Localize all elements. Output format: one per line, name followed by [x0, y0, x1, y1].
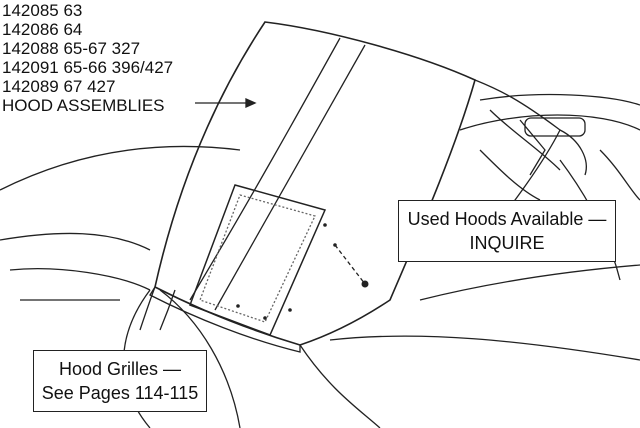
callout-line: Used Hoods Available — — [407, 209, 607, 229]
parts-list-item: 142088 65-67 327 — [2, 39, 173, 58]
part-years: 65-67 327 — [63, 39, 141, 58]
part-years: 67 427 — [63, 77, 116, 96]
hood-grilles-callout: Hood Grilles — See Pages 114-115 — [33, 350, 207, 412]
parts-list: 142085 63 142086 64 142088 65-67 327 142… — [2, 1, 173, 115]
parts-list-item: 142085 63 — [2, 1, 173, 20]
part-number: 142089 — [2, 77, 59, 96]
part-years: 63 — [63, 1, 83, 20]
parts-list-item: 142091 65-66 396/427 — [2, 58, 173, 77]
part-number: 142091 — [2, 58, 59, 77]
part-number: 142088 — [2, 39, 59, 58]
part-years: 65-66 396/427 — [63, 58, 174, 77]
used-hoods-callout: Used Hoods Available — INQUIRE — [398, 200, 616, 262]
callout-line: INQUIRE — [469, 233, 545, 253]
hood-assemblies-label: HOOD ASSEMBLIES — [2, 96, 165, 115]
parts-list-item: 142086 64 — [2, 20, 173, 39]
part-number: 142086 — [2, 20, 59, 39]
part-years: 64 — [63, 20, 83, 39]
part-number: 142085 — [2, 1, 59, 20]
callout-line: Hood Grilles — — [58, 359, 182, 379]
callout-line: See Pages 114-115 — [41, 383, 199, 403]
parts-list-item: 142089 67 427 — [2, 77, 173, 96]
